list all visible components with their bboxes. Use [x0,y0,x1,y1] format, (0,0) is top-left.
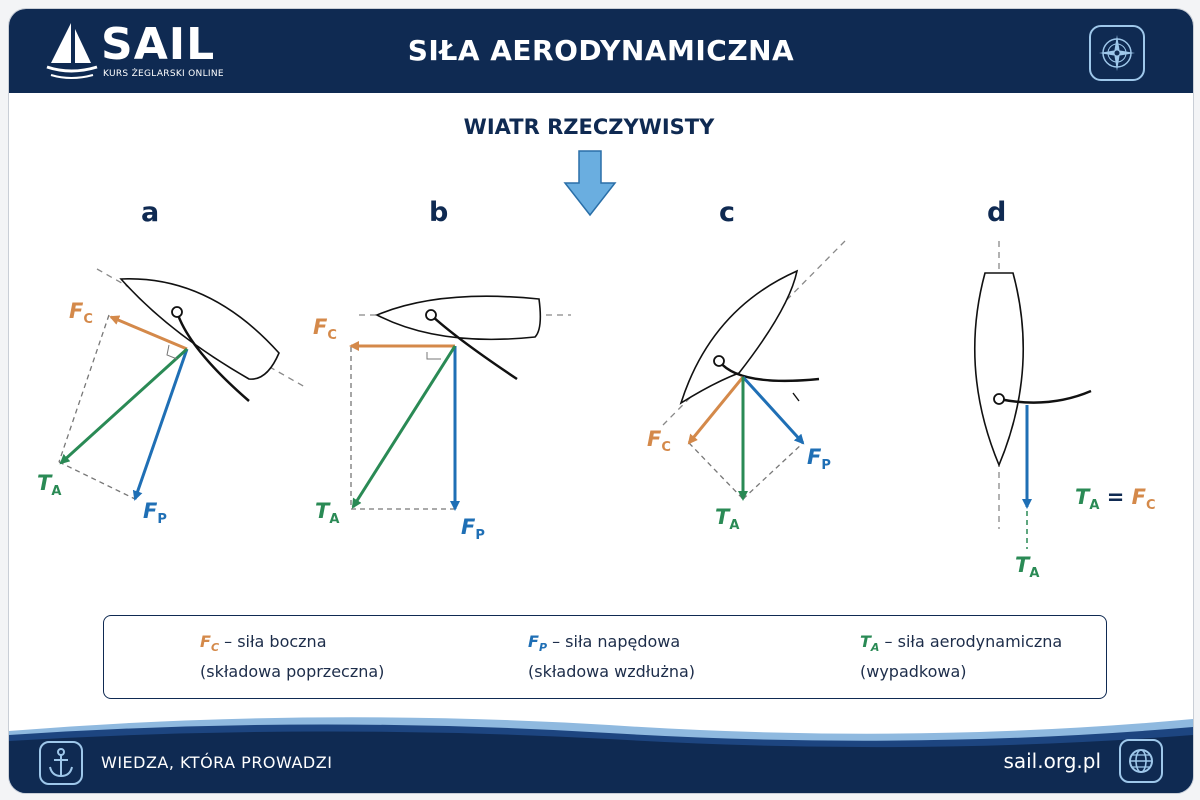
panel-b-diagram [349,295,571,511]
wind-arrow-icon [563,150,617,217]
footer-slogan: WIEDZA, KTÓRA PROWADZI [101,753,333,772]
globe-icon [1119,739,1163,783]
anchor-icon [39,741,83,785]
label-fc-c: FC [647,427,671,456]
panel-a-diagram [58,268,306,501]
label-ta-a: TA [37,471,62,500]
label-ta-c: TA [715,505,740,534]
legend-item-fp: FP – siła napędowa (składowa wzdłużna) [528,632,696,682]
diagram-canvas [58,150,1092,549]
label-fp-c: FP [807,445,831,474]
legend-item-ta: TA – siła aerodynamiczna (wypadkowa) [860,632,1063,682]
label-fc-b: FC [313,315,337,344]
label-ta-b: TA [315,499,340,528]
label-ta-d: TA [1015,553,1040,582]
sailboat-logo-icon [46,23,98,79]
compass-icon [1089,25,1145,81]
page-title: SIŁA AERODYNAMICZNA [407,34,795,67]
panel-label-b: b [429,197,449,228]
footer-url-link[interactable]: sail.org.pl [1003,749,1101,773]
logo-subtitle: KURS ŻEGLARSKI ONLINE [103,69,224,79]
legend-item-fc: FC – siła boczna (składowa poprzeczna) [200,632,385,682]
panel-label-d: d [987,197,1007,228]
header-bar: SAIL KURS ŻEGLARSKI ONLINE SIŁA AERODYNA… [9,9,1193,93]
poster-card: SAIL KURS ŻEGLARSKI ONLINE SIŁA AERODYNA… [8,8,1194,794]
panel-c-diagram [662,240,846,501]
equation-ta-fc: TA = FC [1075,485,1156,514]
wind-label: WIATR RZECZYWISTY [463,115,715,139]
legend-box: FC – siła boczna (składowa poprzeczna) F… [103,615,1107,699]
label-fc-a: FC [69,299,93,328]
footer-waves [9,717,1193,793]
sail-logo: SAIL KURS ŻEGLARSKI ONLINE [45,19,245,83]
logo-text: SAIL [101,19,216,70]
panel-label-a: a [141,197,160,228]
label-fp-b: FP [461,515,485,544]
label-fp-a: FP [143,499,167,528]
panel-d-diagram [973,241,1092,549]
panel-label-c: c [719,197,736,228]
